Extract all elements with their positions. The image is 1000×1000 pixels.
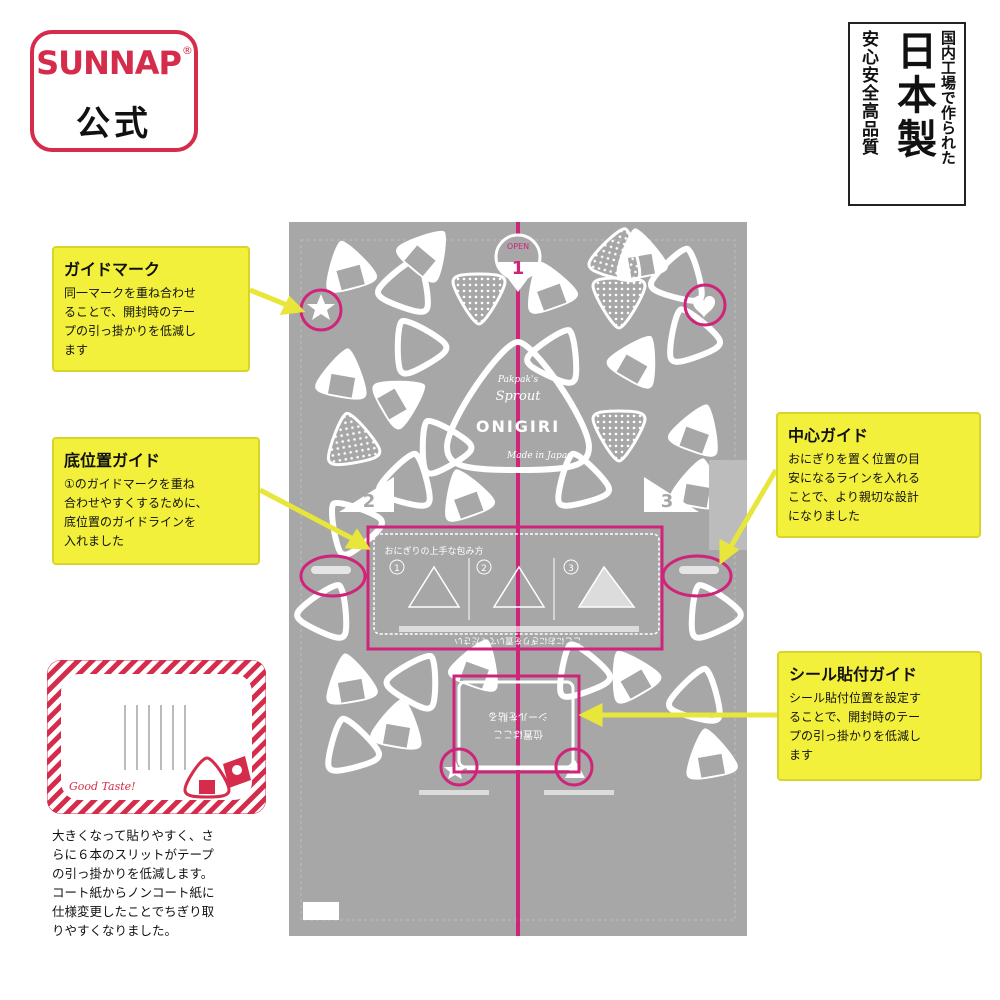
seal-triangle-highlight (554, 747, 594, 787)
howto-step-3: 3 (568, 564, 574, 574)
callout-seal-guide: シール貼付ガイド シール貼付位置を設定することで、開封時のテープの引っ掛かりを低… (777, 651, 982, 781)
made-in-japan-stamp: 国内工場で作られた 日本製 安心安全高品質 (848, 22, 966, 206)
brand-name: SUNNAP® (36, 44, 193, 82)
sticker-note: 大きくなって貼りやすく、さ らに６本のスリットがテープ の引っ掛かりを低減します… (52, 828, 215, 938)
side-tab (709, 460, 747, 550)
callout-desc: シール貼付位置を設定することで、開封時のテープの引っ掛かりを低減します (789, 691, 922, 762)
stamp-made-in-japan: 日本製 (890, 30, 937, 162)
guide-mark-highlight-heart (683, 283, 727, 327)
howto-footer: ここにおにぎりを置いてください (455, 635, 582, 646)
brand-sub: Sprout (496, 389, 542, 404)
arrow-bottom-guide (258, 487, 357, 543)
seal-highlight (452, 674, 581, 774)
official-label: 公式 (76, 104, 152, 144)
callout-title: 中心ガイド (788, 426, 869, 445)
bottom-guide-mark-right (679, 566, 719, 574)
bottom-guide-mark-left (311, 566, 351, 574)
slit-lines (124, 705, 186, 770)
callout-title: シール貼付ガイド (789, 665, 918, 684)
seal-sticker-card: Good Taste! (47, 660, 266, 814)
seal-area: シールを貼る 位置はここ (457, 680, 575, 770)
callout-desc: ①のガイドマークを重ね合わせやすくするために、底位置のガイドラインを入れました (64, 477, 208, 548)
callout-guide-mark: ガイドマーク 同一マークを重ね合わせることで、開封時のテープの引っ掛かりを低減し… (52, 246, 250, 372)
step-2-flag: 2 (339, 477, 394, 512)
star-guide-mark (307, 294, 335, 320)
svg-text:2: 2 (363, 491, 376, 512)
seal-text-2: 位置はここ (493, 728, 543, 741)
step-3-flag: 3 (644, 477, 699, 512)
bag-artwork: OPEN 1 Pakpak's Sprout ONIGIRI Made in J… (289, 214, 747, 936)
open-arrow: OPEN 1 (494, 233, 542, 292)
stamp-factory-text: 国内工場で作られた (939, 30, 957, 165)
arrow-guide-mark (249, 287, 293, 310)
guide-mark-highlight-star (299, 288, 343, 332)
callout-center-guide: 中心ガイド おにぎりを置く位置の目安になるラインを入れることで、より親切な設計に… (776, 412, 981, 538)
onigiri-icon (183, 756, 251, 799)
bottom-white-label (303, 902, 339, 920)
callout-bottom-guide: 底位置ガイド ①のガイドマークを重ね合わせやすくするために、底位置のガイドライン… (52, 437, 260, 565)
callout-title: 底位置ガイド (64, 451, 161, 470)
howto-step-2: 2 (481, 564, 487, 574)
howto-title: おにぎりの上手な包み方 (384, 545, 483, 557)
seal-small-text-right (544, 790, 614, 795)
callout-title: ガイドマーク (64, 260, 161, 279)
svg-text:3: 3 (661, 491, 674, 512)
center-onigiri-logo: Pakpak's Sprout ONIGIRI Made in Japan (443, 338, 593, 474)
stamp-quality-text: 安心安全高品質 (858, 30, 878, 156)
howto-highlight (366, 525, 664, 651)
callout-desc: おにぎりを置く位置の目安になるラインを入れることで、より親切な設計になりました (788, 452, 921, 523)
brand-small: Pakpak's (497, 375, 539, 385)
bottom-guide-highlight-left (299, 554, 367, 598)
product-name: ONIGIRI (476, 417, 560, 436)
callout-desc: 同一マークを重ね合わせることで、開封時のテープの引っ掛かりを低減します (64, 286, 197, 357)
sunnap-official-logo: SUNNAP® 公式 (30, 30, 198, 152)
arrow-center-guide (727, 468, 779, 550)
made-in-text: Made in Japan (506, 451, 573, 461)
open-number: 1 (512, 258, 525, 279)
open-label: OPEN (507, 242, 529, 251)
howto-step-1: 1 (394, 564, 400, 574)
heart-guide-mark (693, 296, 715, 318)
seal-small-text-left (419, 790, 489, 795)
howto-panel: おにぎりの上手な包み方 1 2 3 ここにおにぎりを置いてください (373, 533, 660, 646)
seal-text-1: シールを貼る (488, 710, 548, 723)
seal-star-highlight (439, 747, 479, 787)
card-text: Good Taste! (69, 780, 136, 793)
